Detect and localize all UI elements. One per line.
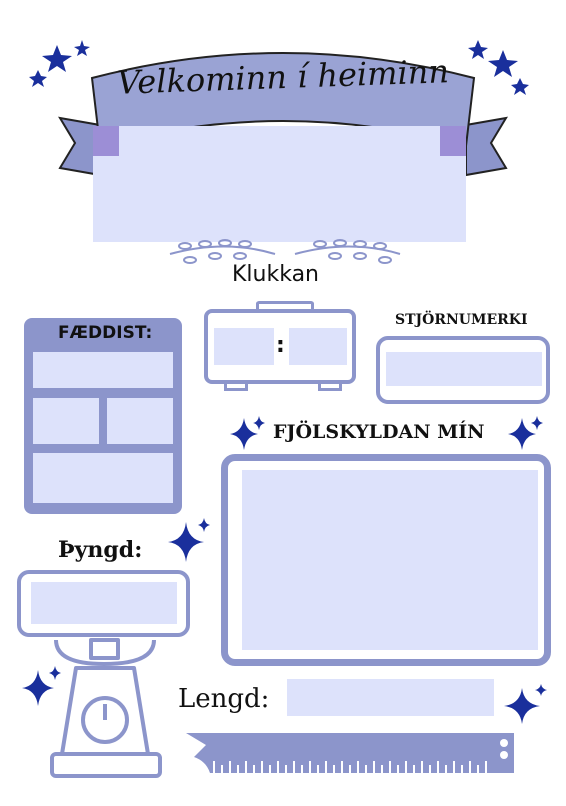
zodiac-label: STJÖRNUMERKI <box>395 312 528 328</box>
laurel-left-icon <box>169 239 276 264</box>
star-icon <box>511 78 529 95</box>
ruler-icon <box>186 733 514 773</box>
weight-field[interactable] <box>31 582 177 624</box>
banner-fold-right <box>440 126 466 156</box>
clock-foot-right <box>318 382 342 391</box>
banner-ribbon <box>58 52 508 177</box>
sparkle-weight-icon <box>168 518 210 562</box>
star-icon <box>74 40 90 56</box>
sparkle-scale-icon <box>22 666 61 706</box>
clock-label: Klukkan <box>232 262 320 287</box>
family-frame <box>221 454 551 666</box>
clock-foot-left <box>224 382 248 391</box>
family-photo-field[interactable] <box>242 470 538 650</box>
star-icon <box>29 70 47 87</box>
sparkle-length-icon <box>504 684 547 724</box>
zodiac-field[interactable] <box>386 352 542 386</box>
birth-label: FÆDDIST: <box>58 323 153 343</box>
length-label: Lengd: <box>178 684 270 714</box>
weight-label: Þyngd: <box>58 537 143 563</box>
clock-separator: : <box>276 333 285 358</box>
length-field[interactable] <box>287 679 494 716</box>
family-label: FJÖLSKYLDAN MÍN <box>273 421 485 443</box>
sparkle-left-icon <box>230 416 265 450</box>
birth-month-field[interactable] <box>107 398 173 444</box>
clock-minutes-field[interactable] <box>289 328 347 365</box>
star-icon <box>488 50 518 77</box>
baby-scale-icon <box>50 638 162 778</box>
sparkle-right-icon <box>508 416 543 450</box>
star-icon <box>42 45 72 72</box>
birth-place-field[interactable] <box>33 453 173 503</box>
star-icon <box>468 40 488 59</box>
photo-field[interactable] <box>93 126 466 242</box>
laurel-right-icon <box>294 239 401 264</box>
birth-day-field[interactable] <box>33 398 99 444</box>
clock-top-handle <box>256 301 314 314</box>
clock-hours-field[interactable] <box>214 328 274 365</box>
banner-fold-left <box>93 126 119 156</box>
birth-date-field[interactable] <box>33 352 173 388</box>
